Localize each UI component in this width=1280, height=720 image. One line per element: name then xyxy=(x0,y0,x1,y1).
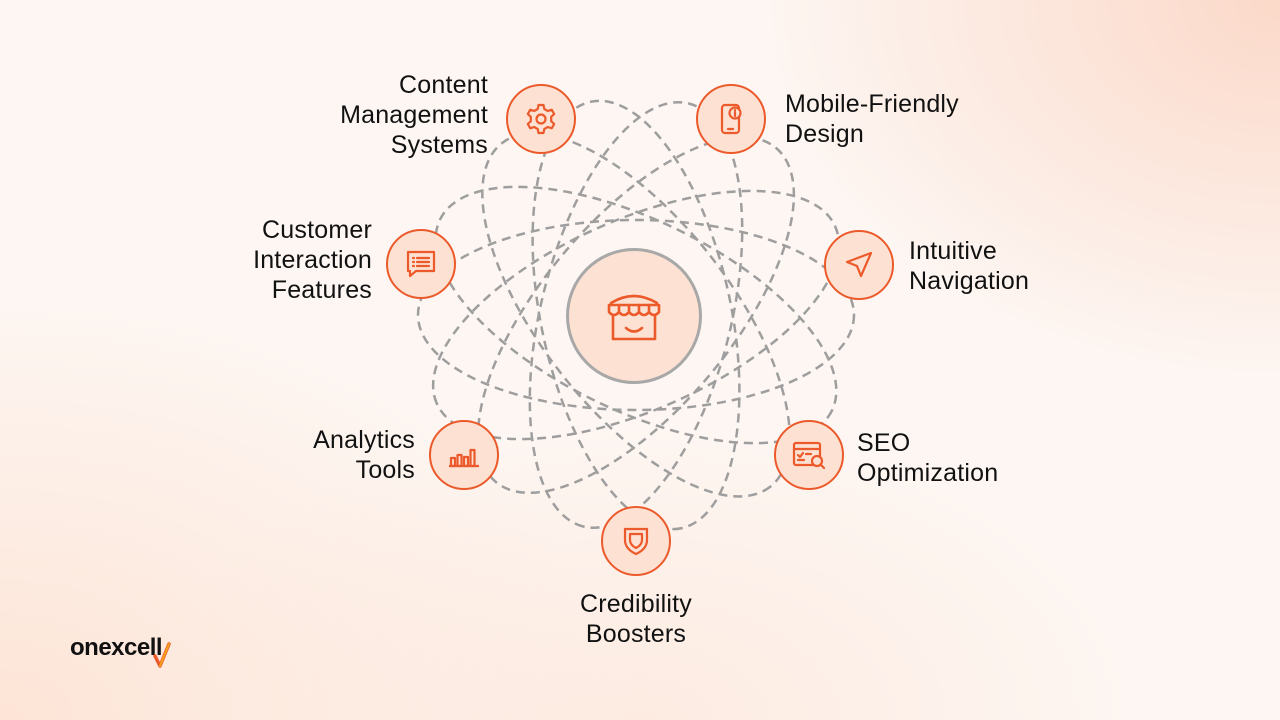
browser-search-icon xyxy=(792,441,826,470)
node-analytics-tools xyxy=(429,420,499,490)
orbit-ellipse xyxy=(531,99,741,531)
label-customer-interaction: Customer Interaction Features xyxy=(253,216,372,304)
node-seo-optimization xyxy=(774,420,844,490)
orbit-ellipse xyxy=(416,218,856,412)
node-mobile-friendly xyxy=(696,84,766,154)
logo-text: onexcell xyxy=(70,634,163,661)
node-customer-interaction xyxy=(386,229,456,299)
central-hub xyxy=(566,248,702,384)
node-credibility-boosters xyxy=(601,506,671,576)
shield-icon xyxy=(623,527,649,556)
node-intuitive-navigation xyxy=(824,230,894,300)
orbit-ellipse xyxy=(434,185,838,445)
orbit-ellipse xyxy=(528,100,744,530)
orbit-ellipse xyxy=(481,132,791,498)
orbit-ellipse xyxy=(476,135,796,495)
chat-message-icon xyxy=(406,250,436,278)
bar-chart-icon xyxy=(449,448,479,468)
navigation-arrow-icon xyxy=(845,251,873,278)
label-seo-optimization: SEO Optimization xyxy=(857,429,999,487)
label-credibility-boosters: Credibility Boosters xyxy=(580,590,692,648)
brand-logo: onexcell xyxy=(70,634,172,668)
mobile-info-icon xyxy=(720,103,742,135)
label-intuitive-navigation: Intuitive Navigation xyxy=(909,237,1030,295)
storefront-icon xyxy=(607,294,661,341)
node-content-management xyxy=(506,84,576,154)
orbit-ellipse xyxy=(431,189,841,441)
label-mobile-friendly: Mobile-Friendly Design xyxy=(785,90,959,148)
label-content-management: Content Management Systems xyxy=(340,71,488,159)
label-analytics-tools: Analytics Tools xyxy=(313,426,415,484)
gear-icon xyxy=(526,103,556,135)
check-mark-icon xyxy=(153,642,171,668)
